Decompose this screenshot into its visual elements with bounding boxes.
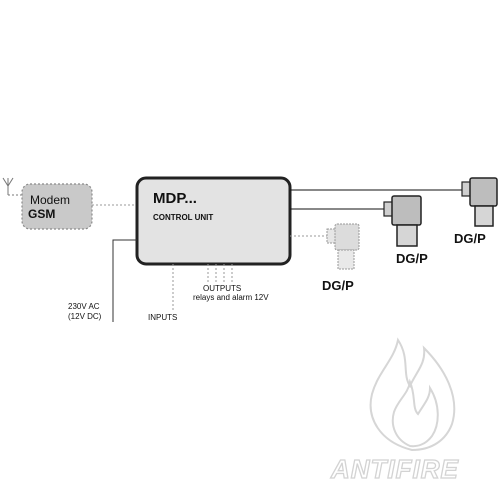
- unit-title: MDP...: [153, 190, 197, 207]
- detector-label: DG/P: [322, 278, 354, 293]
- modem-label: Modem: [30, 193, 70, 207]
- gas-detector-1: DG/P: [454, 177, 498, 246]
- power-line: [112, 239, 137, 322]
- outputs-lines: [207, 264, 233, 283]
- power-label-2: (12V DC): [68, 312, 102, 321]
- modem-gsm: Modem GSM: [21, 183, 93, 230]
- outputs-label: OUTPUTS: [203, 284, 241, 293]
- unit-subtitle: CONTROL UNIT: [153, 213, 213, 222]
- detector-label: DG/P: [396, 251, 428, 266]
- gas-detector-2: DG/P: [383, 195, 428, 266]
- control-unit: MDP... CONTROL UNIT: [135, 176, 292, 266]
- antifire-logo: ANTIFIRE: [329, 337, 459, 485]
- inputs-label: INPUTS: [148, 313, 177, 322]
- outputs-sublabel: relays and alarm 12V: [193, 293, 269, 302]
- flame-icon: [369, 337, 456, 452]
- detector-label: DG/P: [454, 231, 486, 246]
- power-label-1: 230V AC: [68, 302, 100, 311]
- antenna-icon: [2, 177, 22, 196]
- modem-gsm-label: GSM: [28, 207, 55, 221]
- gas-detector-3: DG/P: [322, 223, 360, 293]
- watermark-text: ANTIFIRE: [330, 454, 459, 484]
